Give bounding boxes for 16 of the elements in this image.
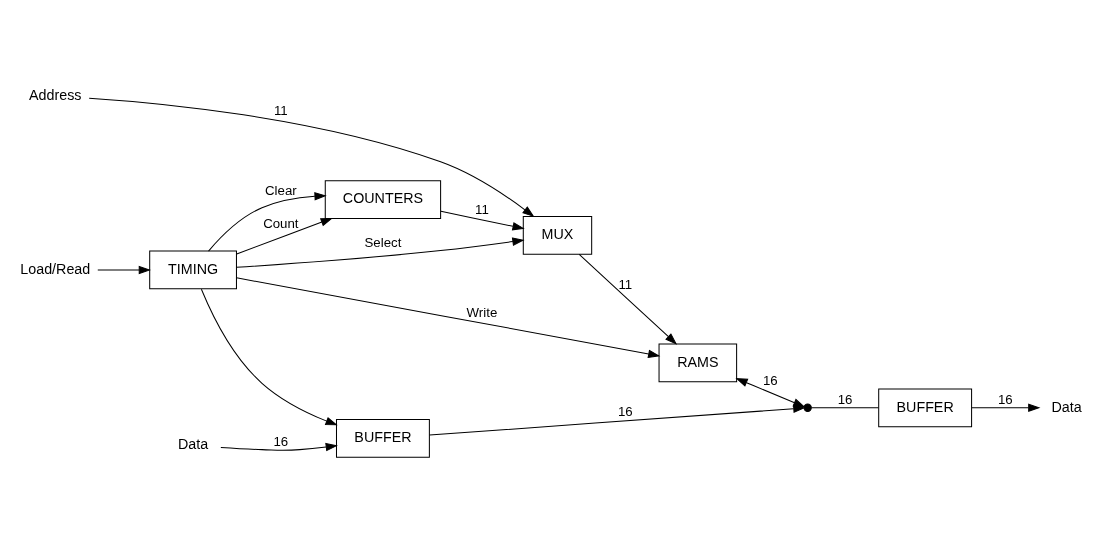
edge-label: 16 [837,391,853,407]
edge-label: 16 [273,433,289,449]
edge-label: Write [466,304,498,320]
edge-label: 11 [618,276,633,292]
node-text: Data [178,435,209,452]
node-text: Data [1051,398,1082,415]
edge-label: 11 [475,201,489,217]
edge-label: 16 [617,403,633,419]
edge-label: 16 [762,372,778,388]
edge-label: Clear [265,182,297,198]
edge-label: 11 [273,102,288,118]
node-text: Address [29,86,82,103]
edge-label: Select [364,234,402,250]
edge-label: Count [263,215,299,231]
edge-label: 16 [997,391,1013,407]
node-text: Load/Read [20,260,91,277]
